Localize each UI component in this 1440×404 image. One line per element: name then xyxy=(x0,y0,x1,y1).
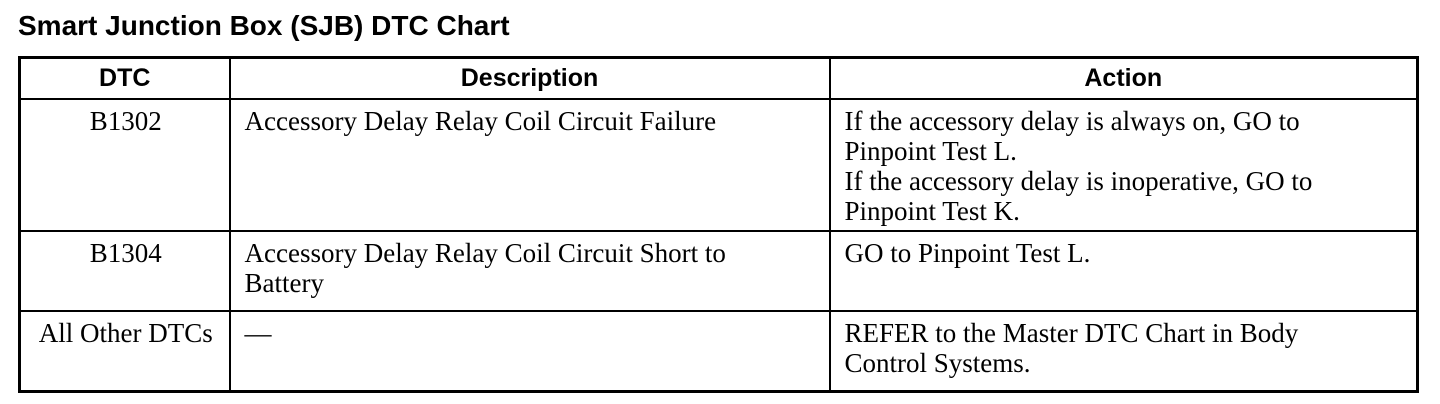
table-row: B1304 Accessory Delay Relay Coil Circuit… xyxy=(18,230,1419,312)
cell-action: GO to Pinpoint Test L. xyxy=(828,230,1419,312)
document-page: Smart Junction Box (SJB) DTC Chart DTC D… xyxy=(18,10,1419,393)
cell-dtc: B1302 xyxy=(18,98,231,232)
table-body: B1302 Accessory Delay Relay Coil Circuit… xyxy=(18,98,1419,393)
column-header-dtc: DTC xyxy=(18,56,231,100)
page-title: Smart Junction Box (SJB) DTC Chart xyxy=(18,10,510,41)
cell-description: Accessory Delay Relay Coil Circuit Failu… xyxy=(228,98,831,232)
cell-action: REFER to the Master DTC Chart in Body Co… xyxy=(828,310,1419,393)
table-row: All Other DTCs — REFER to the Master DTC… xyxy=(18,310,1419,393)
header-row: DTC Description Action xyxy=(18,56,1419,100)
cell-description: Accessory Delay Relay Coil Circuit Short… xyxy=(228,230,831,312)
dtc-table: DTC Description Action B1302 Accessory D… xyxy=(18,56,1419,393)
cell-action: If the accessory delay is always on, GO … xyxy=(828,98,1419,232)
column-header-action: Action xyxy=(828,56,1419,100)
cell-dtc: B1304 xyxy=(18,230,231,312)
cell-description: — xyxy=(228,310,831,393)
table-row: B1302 Accessory Delay Relay Coil Circuit… xyxy=(18,98,1419,232)
column-header-description: Description xyxy=(228,56,831,100)
cell-dtc: All Other DTCs xyxy=(18,310,231,393)
table-header: DTC Description Action xyxy=(18,56,1419,100)
